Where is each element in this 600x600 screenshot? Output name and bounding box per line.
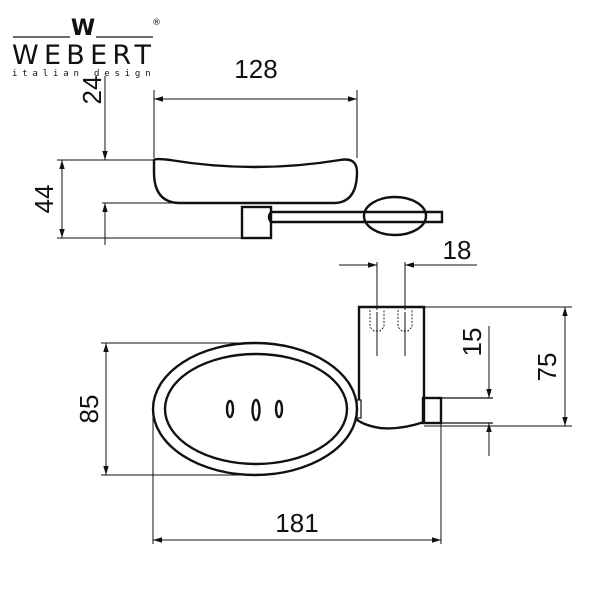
rod-profile [267,210,444,224]
drain-slot [225,399,235,419]
rod-collar [421,396,443,425]
ring-profile [362,195,428,237]
dish-outer-ring [151,341,359,477]
soap-dish-profile [152,157,359,205]
logo-monogram: W [71,16,95,41]
bracket-joint [356,399,362,419]
wall-bracket-profile [240,205,273,240]
wall-bracket [354,305,426,430]
dim-label-rod-height: 15 [457,328,487,357]
logo-brand: WEBERT [12,40,153,71]
logo-tagline: italian design [12,69,154,79]
dim-label-dish-depth: 24 [77,76,107,105]
top-view: 18 75 15 85 181 [74,235,572,544]
dim-label-width: 128 [234,54,277,84]
dim-label-total-length: 181 [275,508,318,538]
screw-holes [369,310,413,356]
dim-label-mount-height: 75 [532,353,562,382]
dim-label-screw-spacing: 18 [443,235,472,265]
logo-registered: ® [152,18,161,28]
dim-label-total-height: 44 [29,185,59,214]
webert-logo: W ® WEBERT italian design [12,16,161,79]
side-view: 128 44 24 [29,54,444,245]
dim-label-dish-height: 85 [74,395,104,424]
drain-slot [251,398,261,422]
dish-inner [163,352,349,466]
drain-slot [274,399,284,419]
